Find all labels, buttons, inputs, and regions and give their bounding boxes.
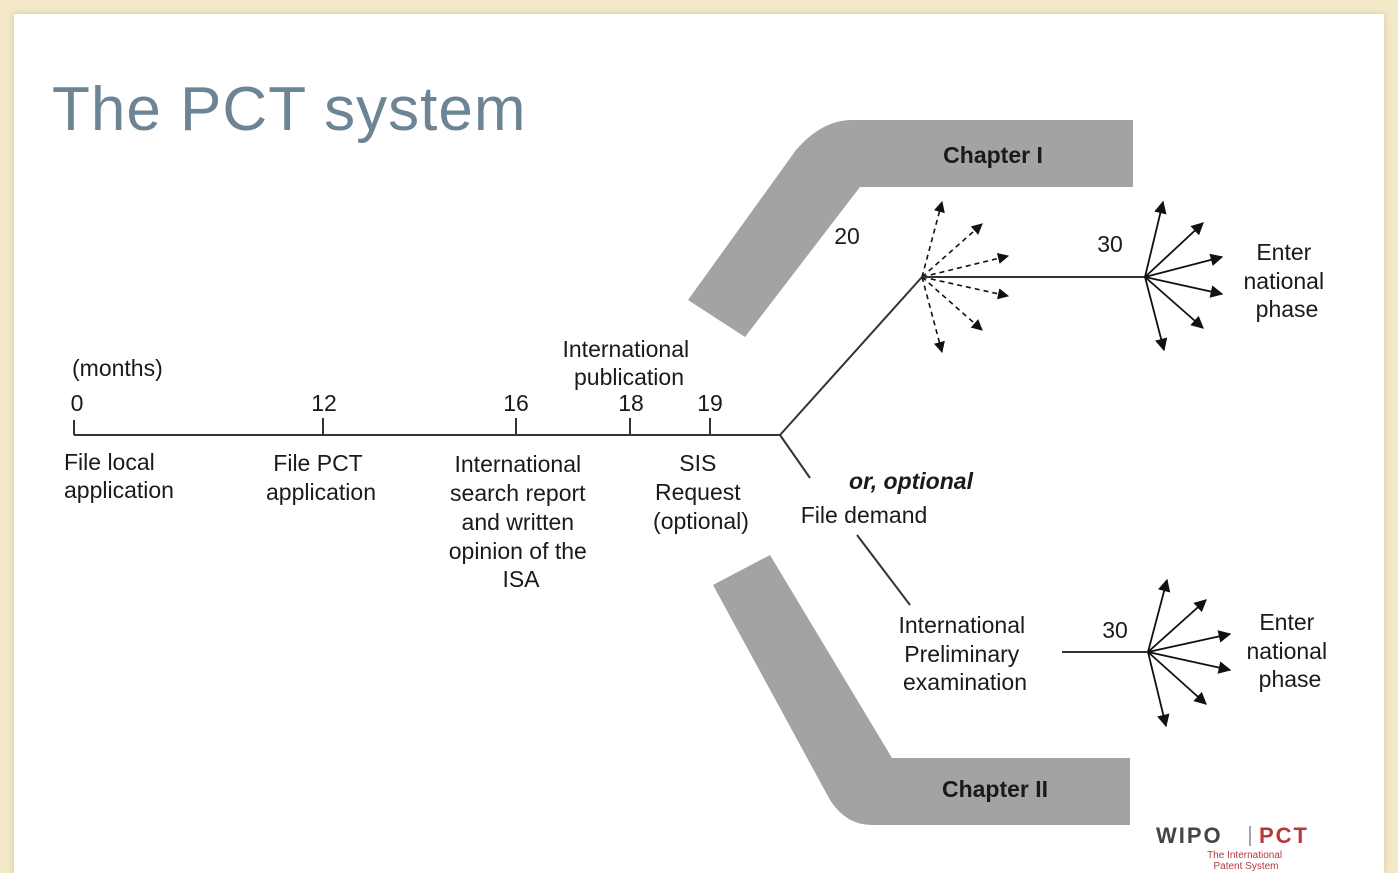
national-arrow [1147,599,1207,653]
national-arrow [1144,276,1168,352]
tick-label-16: 16 [503,390,529,416]
national-arrow [1144,276,1204,329]
logo-tagline: The International Patent System [1207,850,1285,872]
dashed-arrow [921,276,945,354]
national-arrow [1147,578,1171,653]
step-file-pct: File PCT application [266,450,376,505]
tick-label-18: 18 [618,390,644,416]
national-arrow [1147,630,1232,653]
chapter-2-label: Chapter II [942,776,1048,802]
page-title: The PCT system [52,75,527,144]
branch-chapter-2-upper [779,434,811,479]
step-preliminary-examination: International Preliminary examination [899,612,1032,695]
branch-chapter-1 [779,276,923,436]
or-optional-label: or, optional [849,468,974,494]
chapter-2-enter-national-phase: Enter national phase [1247,609,1334,692]
months-label: (months) [72,355,163,381]
step-publication: International publication [563,336,696,390]
file-demand-label: File demand [801,502,928,528]
tick-label-19: 19 [697,390,723,416]
branch-chapter-2-lower [856,534,911,606]
national-arrow [1147,651,1232,674]
dashed-arrow [921,223,983,278]
step-sis-request: SIS Request (optional) [653,450,749,534]
step-search-report: International search report and written … [449,451,594,592]
wipo-pct-logo: WIPO PCT The International Patent System [1156,823,1309,872]
chapter-2-band [713,555,1130,825]
slide: The PCT system Chapter I Chapter II (mon… [14,14,1384,873]
chapter-2-national-fan [1147,578,1232,728]
chapter-1-label: Chapter I [943,142,1043,168]
chapter-1-national-fan [1144,200,1224,352]
dashed-arrow [921,252,1010,278]
logo-pct: PCT [1259,823,1309,848]
pct-diagram: The PCT system Chapter I Chapter II (mon… [52,75,1334,872]
dashed-arrow [921,276,1010,300]
chapter-1-month-30: 30 [1097,231,1123,257]
national-arrow [1144,200,1167,278]
chapter-1-enter-national-phase: Enter national phase [1244,239,1331,322]
step-file-local: File local application [64,449,174,503]
dashed-arrow-fan [921,200,1010,354]
national-arrow [1144,276,1224,298]
dashed-arrow [921,276,983,331]
tick-label-0: 0 [71,390,84,416]
dashed-arrow [921,200,945,278]
logo-wipo: WIPO [1156,823,1223,848]
national-arrow [1147,651,1207,705]
national-arrow [1144,222,1204,278]
tick-label-12: 12 [311,390,337,416]
national-arrow [1144,253,1224,278]
chapter-2-month-30: 30 [1102,617,1128,643]
national-arrow [1147,651,1170,728]
chapter-1-month-20: 20 [834,223,860,249]
chapter-1-band [688,120,1133,337]
